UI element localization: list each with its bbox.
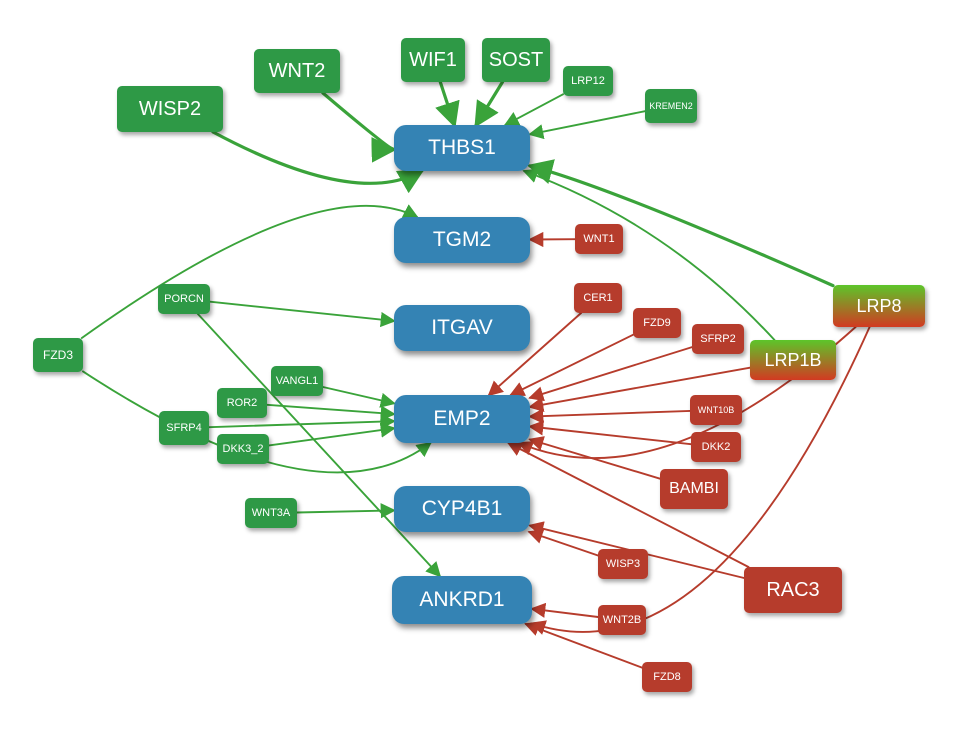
edge-wisp3-to-cyp4b1	[527, 529, 599, 557]
node-cyp4b1[interactable]: CYP4B1	[394, 486, 530, 532]
node-wnt2[interactable]: WNT2	[254, 49, 340, 93]
node-wif1[interactable]: WIF1	[401, 38, 465, 82]
node-vangl1[interactable]: VANGL1	[271, 366, 323, 396]
edge-dkk2-to-emp2	[528, 420, 692, 446]
node-wisp2[interactable]: WISP2	[117, 86, 223, 132]
edge-bambi-to-emp2	[528, 436, 661, 480]
node-dkk3-2[interactable]: DKK3_2	[217, 434, 269, 464]
edge-lrp8-to-ankrd1	[530, 326, 871, 635]
node-wnt3a[interactable]: WNT3A	[245, 498, 297, 528]
node-fzd3[interactable]: FZD3	[33, 338, 83, 372]
node-wnt1[interactable]: WNT1	[575, 224, 623, 254]
node-tgm2[interactable]: TGM2	[394, 217, 530, 263]
node-sfrp4[interactable]: SFRP4	[159, 411, 209, 445]
edge-vangl1-to-emp2	[322, 386, 396, 408]
node-porcn[interactable]: PORCN	[158, 284, 210, 314]
node-fzd8[interactable]: FZD8	[642, 662, 692, 692]
node-emp2[interactable]: EMP2	[394, 395, 530, 443]
edge-lrp1b-to-thbs1	[522, 168, 776, 341]
node-rac3[interactable]: RAC3	[744, 567, 842, 613]
edge-ror2-to-emp2	[266, 403, 396, 421]
node-lrp1b[interactable]: LRP1B	[750, 340, 836, 380]
node-itgav[interactable]: ITGAV	[394, 305, 530, 351]
edge-wnt2-to-thbs1	[321, 91, 398, 163]
edge-kremen2-to-thbs1	[528, 110, 646, 140]
edge-porcn-to-itgav	[209, 300, 396, 328]
node-wnt2b[interactable]: WNT2B	[598, 605, 646, 635]
node-lrp8[interactable]: LRP8	[833, 285, 925, 327]
edge-wif1-to-thbs1	[435, 80, 460, 129]
edge-fzd3-to-emp2	[82, 370, 432, 474]
edge-wnt3a-to-cyp4b1	[296, 503, 396, 519]
node-ror2[interactable]: ROR2	[217, 388, 267, 418]
edge-rac3-to-emp2	[506, 442, 750, 568]
node-sost[interactable]: SOST	[482, 38, 550, 82]
edge-lrp1b-to-emp2	[528, 366, 751, 413]
edge-sost-to-thbs1	[474, 80, 505, 128]
edge-wisp2-to-thbs1	[211, 130, 425, 194]
node-bambi[interactable]: BAMBI	[660, 469, 728, 509]
edge-porcn-to-ankrd1	[196, 313, 442, 578]
edge-sfrp2-to-emp2	[528, 346, 693, 402]
node-sfrp2[interactable]: SFRP2	[692, 324, 744, 354]
edge-cer1-to-emp2	[487, 312, 583, 397]
node-fzd9[interactable]: FZD9	[633, 308, 681, 338]
node-kremen2[interactable]: KREMEN2	[645, 89, 697, 123]
node-wnt10b[interactable]: WNT10B	[690, 395, 742, 425]
edge-wnt10b-to-emp2	[528, 408, 691, 424]
node-cer1[interactable]: CER1	[574, 283, 622, 313]
node-wisp3[interactable]: WISP3	[598, 549, 648, 579]
node-lrp12[interactable]: LRP12	[563, 66, 613, 96]
edge-fzd9-to-emp2	[509, 333, 634, 396]
node-dkk2[interactable]: DKK2	[691, 432, 741, 462]
edge-fzd3-to-tgm2	[80, 204, 419, 339]
edge-lrp12-to-thbs1	[503, 93, 564, 126]
node-ankrd1[interactable]: ANKRD1	[392, 576, 532, 624]
edge-wnt2b-to-ankrd1	[530, 602, 599, 618]
edge-sfrp4-to-emp2	[208, 414, 396, 430]
node-thbs1[interactable]: THBS1	[394, 125, 530, 171]
edge-dkk3-2-to-emp2	[268, 422, 396, 447]
edge-lrp8-to-thbs1	[526, 159, 835, 288]
